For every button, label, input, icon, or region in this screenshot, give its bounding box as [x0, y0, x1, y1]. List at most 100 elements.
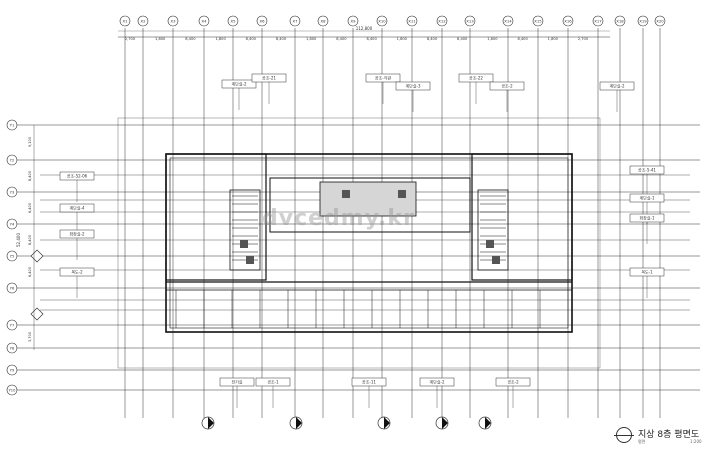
grid-bubble-top	[562, 15, 574, 27]
room-label: 화장실-2	[69, 231, 84, 237]
grid-bubble-top	[436, 15, 448, 27]
grid-bubble-top	[347, 15, 359, 27]
fixture-block	[492, 256, 500, 264]
section-marker-bottom-arrow	[485, 417, 491, 429]
grid-bubble-top	[167, 15, 179, 27]
grid-bubble-top-label: X9	[350, 19, 356, 24]
top-dimension-label: 8,400	[336, 37, 347, 41]
top-dimension-label: 8,400	[185, 37, 196, 41]
room-label: 공조-21	[262, 76, 276, 81]
room-label: 공조-각관	[375, 75, 391, 81]
grid-bubble-left-label: Y2	[10, 158, 14, 162]
section-marker-bottom-arrow	[384, 417, 390, 429]
grid-bubble-left-label: Y10	[9, 388, 16, 392]
left-dimension-label: 6,400	[28, 202, 32, 213]
building-perimeter	[165, 153, 573, 333]
watermark-text: dvcedmy.kr	[262, 206, 415, 231]
grid-bubble-left-label: Y8	[10, 346, 15, 350]
grid-bubble-top	[198, 15, 210, 27]
grid-bubble-top-label: X18	[616, 19, 624, 24]
top-dimension-label: 1,800	[397, 37, 408, 41]
left-stair	[229, 189, 261, 271]
section-marker-bottom-arrow	[296, 417, 302, 429]
left-core	[165, 153, 267, 281]
grid-bubble-top	[637, 15, 649, 27]
building-inner-perimeter	[169, 157, 569, 329]
grid-bubble-top-label: X7	[292, 19, 298, 24]
top-dimension-label: 8,400	[366, 37, 377, 41]
dimension-text: 2,700 1,800 8,400 1,800 8,400 8,400 1,800 8,400…	[16, 26, 610, 350]
grid-bubble-left-label: Y4	[10, 222, 15, 226]
grid-bubble-top	[464, 15, 476, 27]
room-label: 계단실-2	[609, 83, 624, 89]
grid-bubble-top	[227, 15, 239, 27]
grid-bubble-top-label: X12	[438, 19, 446, 24]
grid-bubble-left-label: Y9	[10, 368, 15, 372]
grid-bubble-top	[317, 15, 329, 27]
room-label: 공조-52-06	[67, 174, 88, 179]
grid-bubble-top-label: X4	[201, 19, 207, 24]
grid-bubble-top	[406, 15, 418, 27]
grid-bubble-top-label: X2	[140, 19, 146, 24]
building-outline	[165, 153, 573, 333]
left-dimension-label: 6,400	[28, 266, 32, 277]
drawing-title: 지상 8층 평면도	[638, 430, 700, 440]
left-dimension-label: 8,400	[28, 234, 32, 245]
grid-bubble-left-label: Y6	[10, 286, 15, 290]
grid-bubble-top	[289, 15, 301, 27]
grid-bubble-top-label: X17	[594, 19, 602, 24]
overall-left-dimension-label: 52,400	[16, 233, 21, 247]
top-dimension-label: 1,800	[548, 37, 559, 41]
top-dimension-label: 1,800	[487, 37, 498, 41]
grid-bubble-top-label: X5	[230, 19, 236, 24]
grid-bubble-top-label: X16	[564, 19, 572, 24]
room-label: 계단실-2	[231, 81, 246, 87]
room-label: 계단실-2	[429, 379, 444, 385]
grid-bubble-top-label: X14	[504, 19, 512, 24]
grid-bubble-left	[6, 384, 18, 396]
outer-frame	[117, 117, 601, 369]
room-label: 복도-1	[641, 269, 653, 275]
fixture-block	[240, 240, 248, 248]
room-label: 공조-5-41	[638, 168, 656, 173]
room-label: 공조-2	[507, 380, 519, 385]
section-marker-left	[30, 249, 44, 263]
grid-bubble-top	[654, 15, 666, 27]
fixture-block	[486, 240, 494, 248]
grid-bubble-left	[6, 119, 18, 131]
central-void	[319, 181, 417, 217]
section-marker-bottom-arrow	[442, 417, 448, 429]
room-label: 공조-22	[469, 76, 483, 81]
grid-bubble-top-label: X19	[639, 19, 647, 24]
grid-bubble-left	[6, 319, 18, 331]
overall-dimension-label: 112,800	[356, 26, 373, 31]
grid-bubble-top	[256, 15, 268, 27]
room-label: 공조-1	[267, 380, 279, 385]
grid-bubble-top-label: X10	[378, 19, 386, 24]
grid-bubble-top	[119, 15, 131, 27]
top-dimension-label: 1,800	[306, 37, 317, 41]
grid-bubble-top	[532, 15, 544, 27]
grid-bubble-top-label: X15	[534, 19, 542, 24]
grid-bubble-left	[6, 186, 18, 198]
grid-bubble-top	[614, 15, 626, 27]
top-dimension-label: 2,700	[125, 37, 136, 41]
grid-bubble-top-label: X13	[466, 19, 474, 24]
room-label: 복도-2	[71, 269, 83, 275]
grid-bubble-top	[376, 15, 388, 27]
drawing-scale: 1:200	[690, 439, 702, 444]
fixture-block	[246, 256, 254, 264]
drawing-subtitle: 평면	[638, 439, 646, 444]
top-dimension-label: 8,400	[517, 37, 528, 41]
room-label: 공조-11	[362, 380, 376, 385]
grid-bubble-top-label: X6	[259, 19, 265, 24]
grid-bubble-top	[137, 15, 149, 27]
fixture-block	[398, 190, 406, 198]
grid-bubble-top-label: X8	[320, 19, 326, 24]
grid-bubble-left	[6, 282, 18, 294]
top-dimension-label: 1,800	[155, 37, 166, 41]
grid-bubble-top	[592, 15, 604, 27]
room-label: 공조-2	[501, 84, 513, 89]
